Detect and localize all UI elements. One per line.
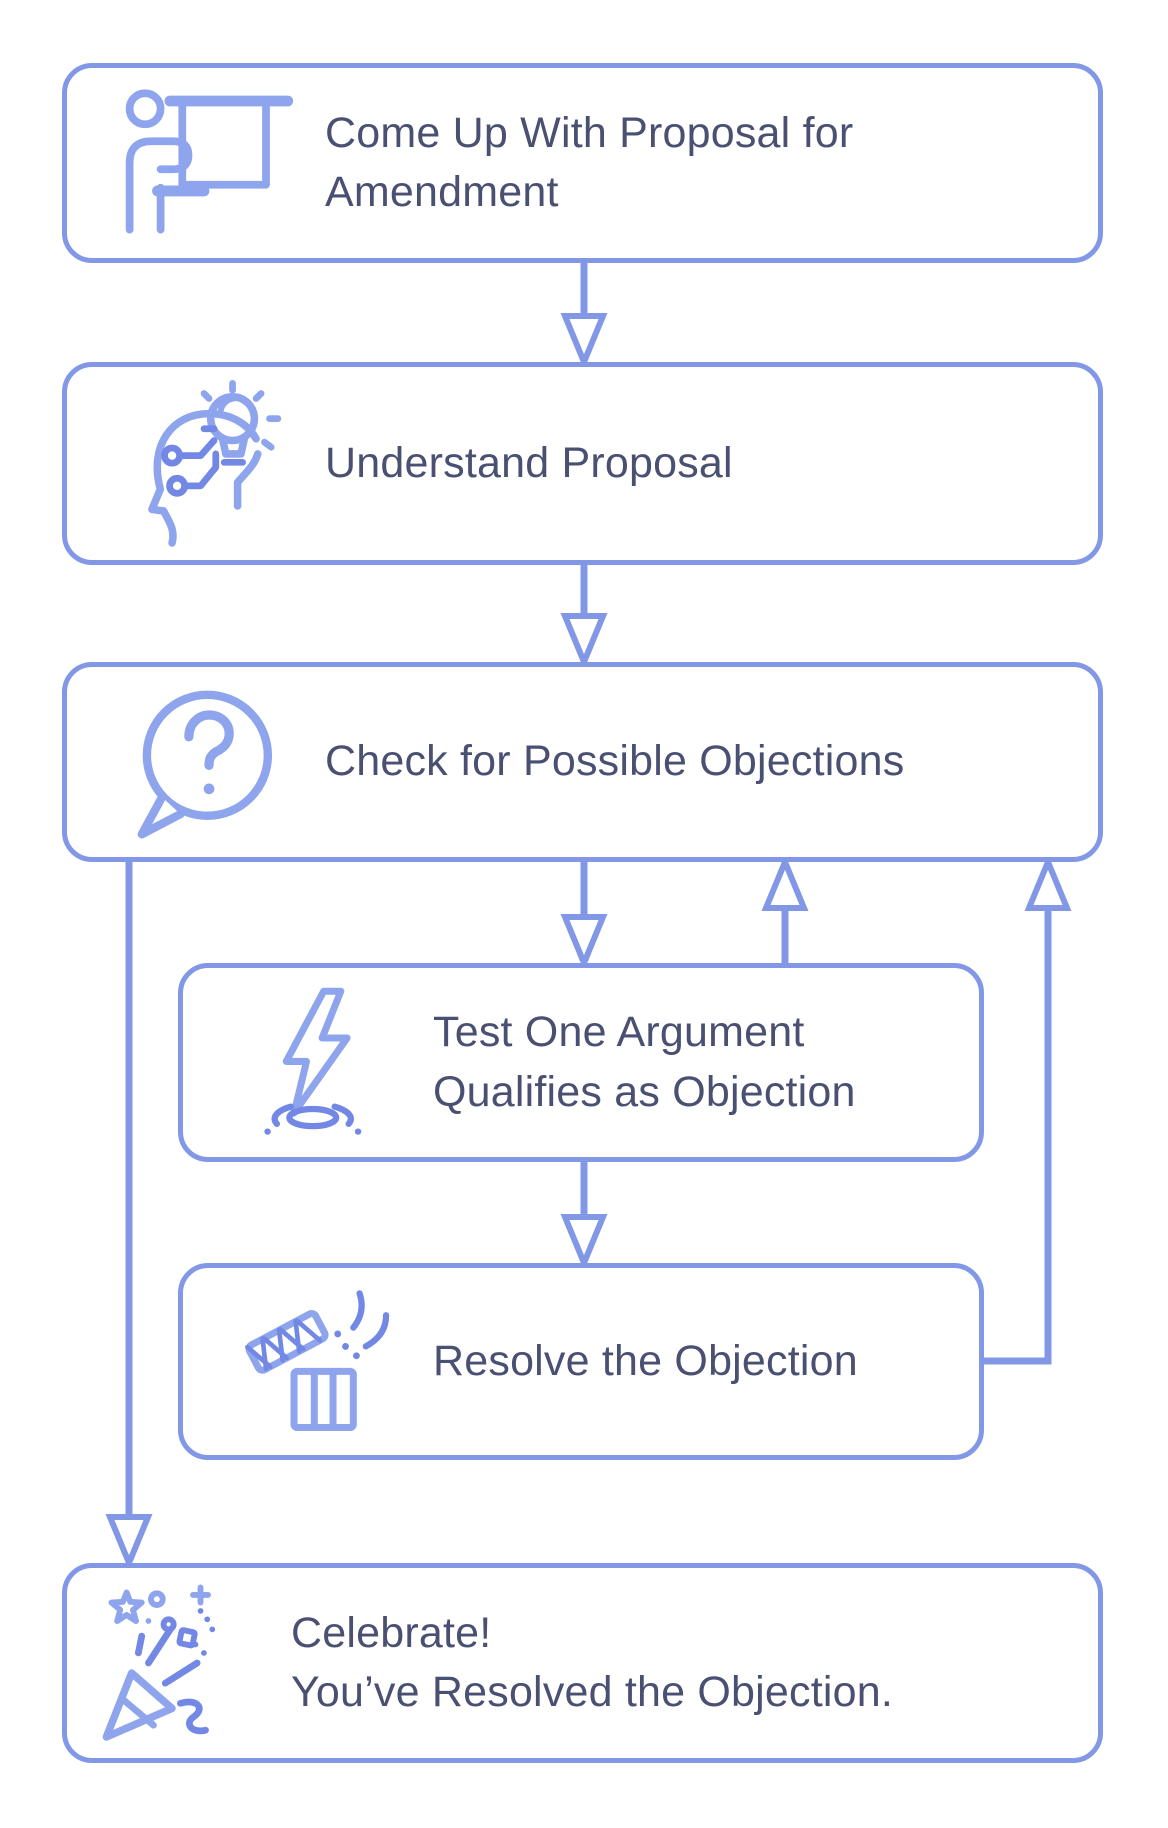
- flow-node-check: Check for Possible Objections: [62, 662, 1103, 862]
- gift-icon: [241, 1282, 397, 1442]
- flow-node-resolve: Resolve the Objection: [178, 1263, 984, 1460]
- label-line: Resolve the Objection: [433, 1336, 858, 1385]
- flow-node-understand: Understand Proposal: [62, 362, 1103, 565]
- label-line: Check for Possible Objections: [325, 737, 905, 786]
- label-line: Test One Argument: [433, 1008, 805, 1057]
- label-line: Qualifies as Objection: [433, 1067, 856, 1116]
- flow-node-test: Test One Argument Qualifies as Objection: [178, 963, 984, 1162]
- edge-propose-to-understand: [560, 263, 608, 370]
- flow-node-label: Understand Proposal: [325, 434, 733, 493]
- edge-check-to-celebrate: [105, 862, 153, 1571]
- flow-node-label: Resolve the Objection: [433, 1332, 858, 1391]
- edge-test-to-check: [761, 854, 809, 963]
- flow-node-label: Celebrate! You’ve Resolved the Objection…: [291, 1604, 893, 1723]
- label-line: Understand Proposal: [325, 438, 733, 487]
- impact-icon: [241, 983, 397, 1143]
- label-line: Amendment: [325, 168, 559, 216]
- edge-check-to-test: [560, 862, 608, 971]
- flow-node-label: Come Up With Proposal for Amendment: [325, 104, 853, 223]
- flow-node-propose: Come Up With Proposal for Amendment: [62, 63, 1103, 263]
- edge-test-to-resolve: [560, 1162, 608, 1271]
- question-bubble-icon: [111, 678, 297, 846]
- flow-node-celebrate: Celebrate! You’ve Resolved the Objection…: [62, 1563, 1103, 1763]
- flow-node-label: Test One Argument Qualifies as Objection: [433, 1003, 856, 1122]
- label-line: Celebrate!: [291, 1608, 492, 1657]
- flow-node-label: Check for Possible Objections: [325, 732, 904, 791]
- presentation-icon: [111, 79, 297, 247]
- edge-resolve-to-check: [984, 854, 1072, 1365]
- label-line: Come Up With Proposal for: [325, 108, 854, 157]
- party-popper-icon: [93, 1579, 261, 1747]
- edge-understand-to-check: [560, 565, 608, 670]
- thinking-head-icon: [111, 379, 297, 548]
- label-line: You’ve Resolved the Objection.: [291, 1668, 894, 1716]
